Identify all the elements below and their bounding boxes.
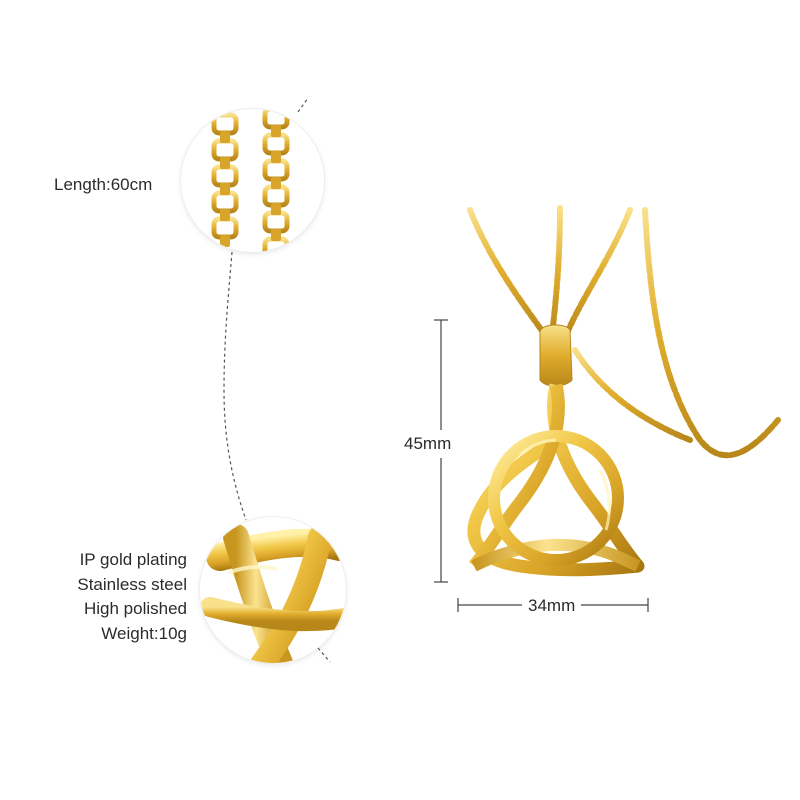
box-chain-closeup-icon <box>211 109 290 252</box>
pendant-closeup-icon <box>200 517 346 663</box>
triquetra-pendant-icon <box>467 383 645 577</box>
spec-finish: High polished <box>83 599 187 618</box>
spec-plating: IP gold plating <box>79 550 187 569</box>
chain-closeup-circle <box>181 109 324 252</box>
spec-weight: Weight:10g <box>101 623 187 643</box>
width-label: 34mm <box>522 594 582 618</box>
spec-material: Stainless steel <box>77 574 187 594</box>
spec-list: IP gold plating Stainless steel High pol… <box>77 548 187 646</box>
length-label: Length:60cm <box>54 175 153 194</box>
pendant-closeup-circle <box>200 517 346 663</box>
height-label: 45mm <box>404 430 452 458</box>
chain-icon <box>467 205 781 459</box>
